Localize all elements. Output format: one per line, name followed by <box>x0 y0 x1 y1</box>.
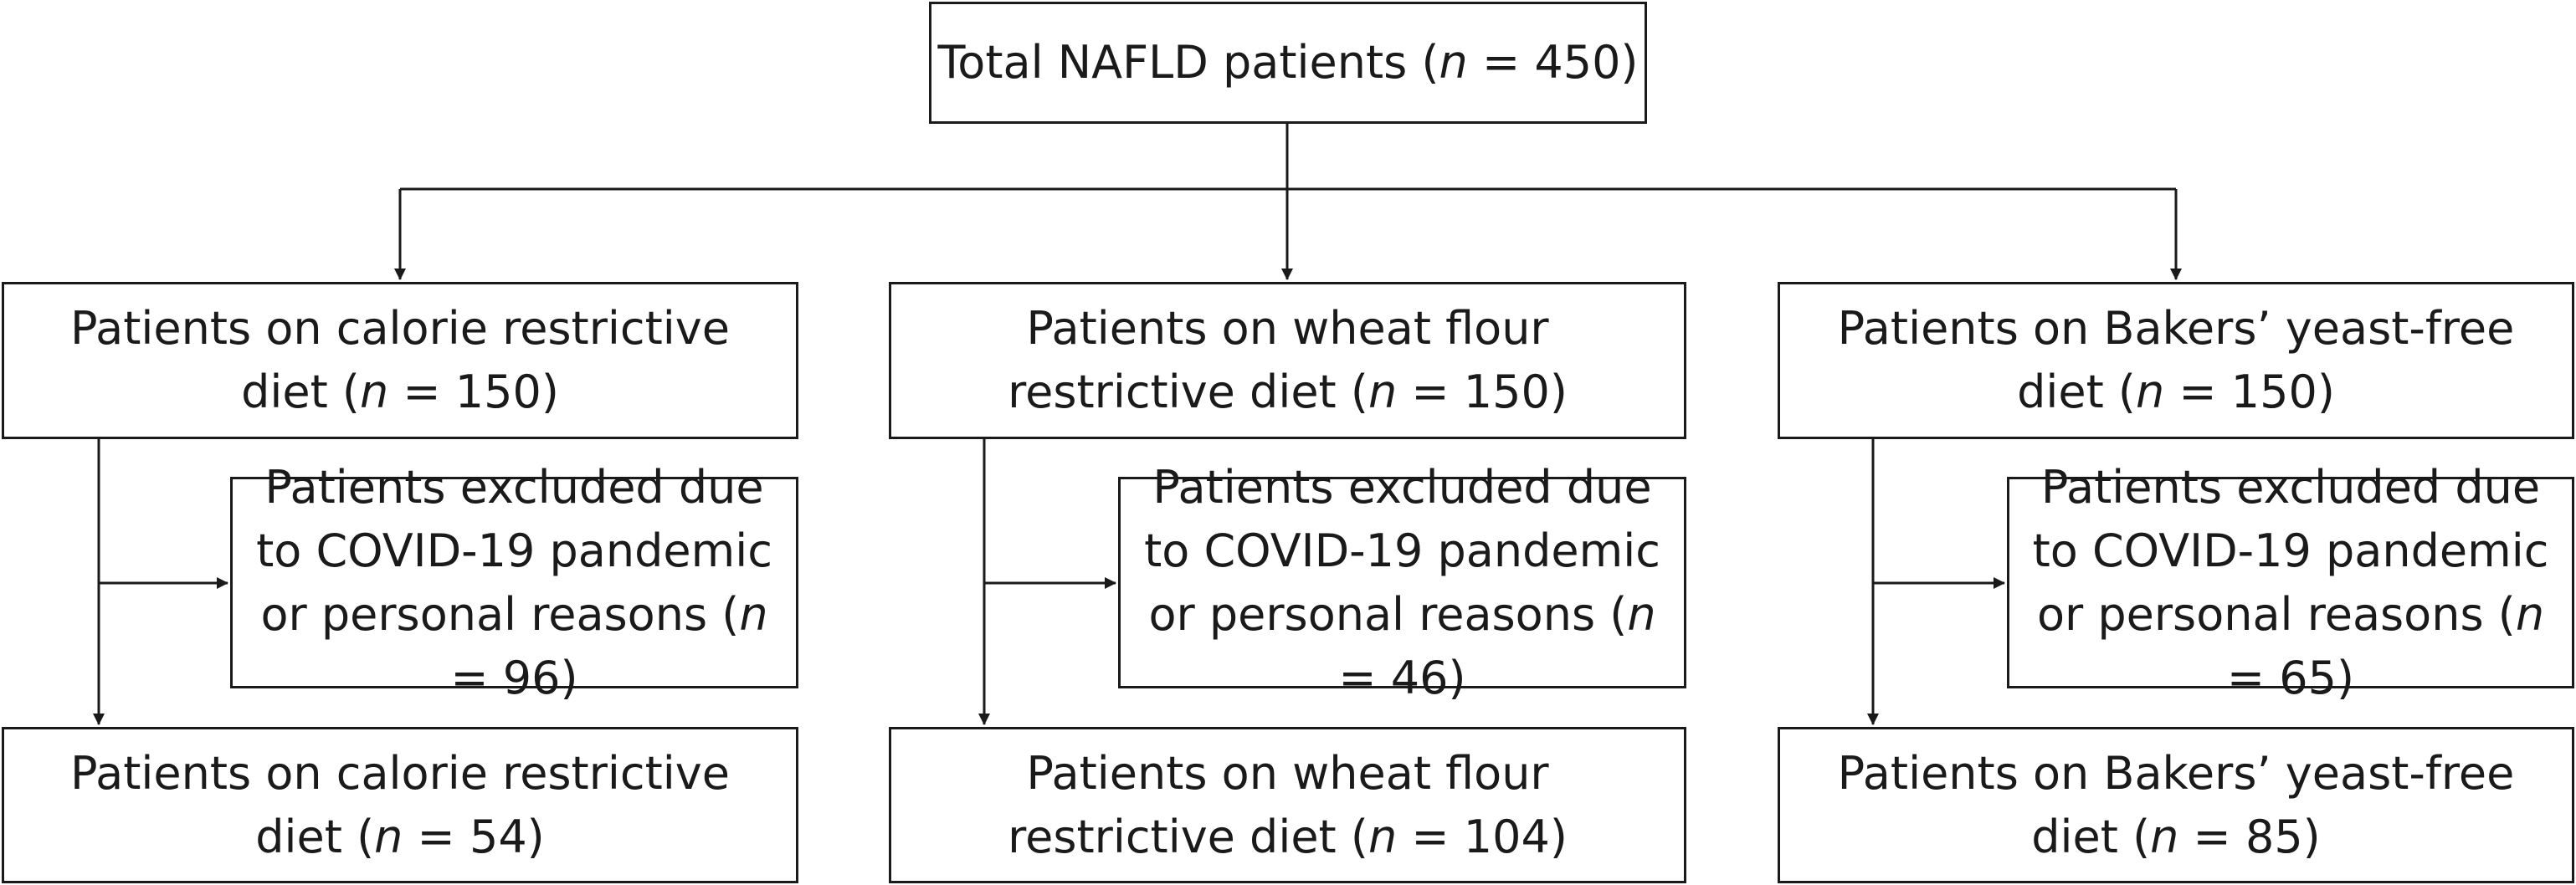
col3-start-box: Patients on Bakers’ yeast-free diet (n =… <box>1778 282 2574 439</box>
col1-start-box: Patients on calorie restrictive diet (n … <box>2 282 798 439</box>
col3-excluded-box: Patients excluded due to COVID-19 pandem… <box>2007 461 2574 704</box>
col3-end-box: Patients on Bakers’ yeast-free diet (n =… <box>1778 727 2574 883</box>
col1-excluded-box: Patients excluded due to COVID-19 pandem… <box>230 461 798 704</box>
col2-end-box: Patients on wheat flour restrictive diet… <box>889 727 1686 883</box>
col2-excluded-box: Patients excluded due to COVID-19 pandem… <box>1118 461 1686 704</box>
total-patients-box: Total NAFLD patients (n = 450) <box>929 2 1647 124</box>
col1-end-box: Patients on calorie restrictive diet (n … <box>2 727 798 883</box>
col2-start-box: Patients on wheat flour restrictive diet… <box>889 282 1686 439</box>
